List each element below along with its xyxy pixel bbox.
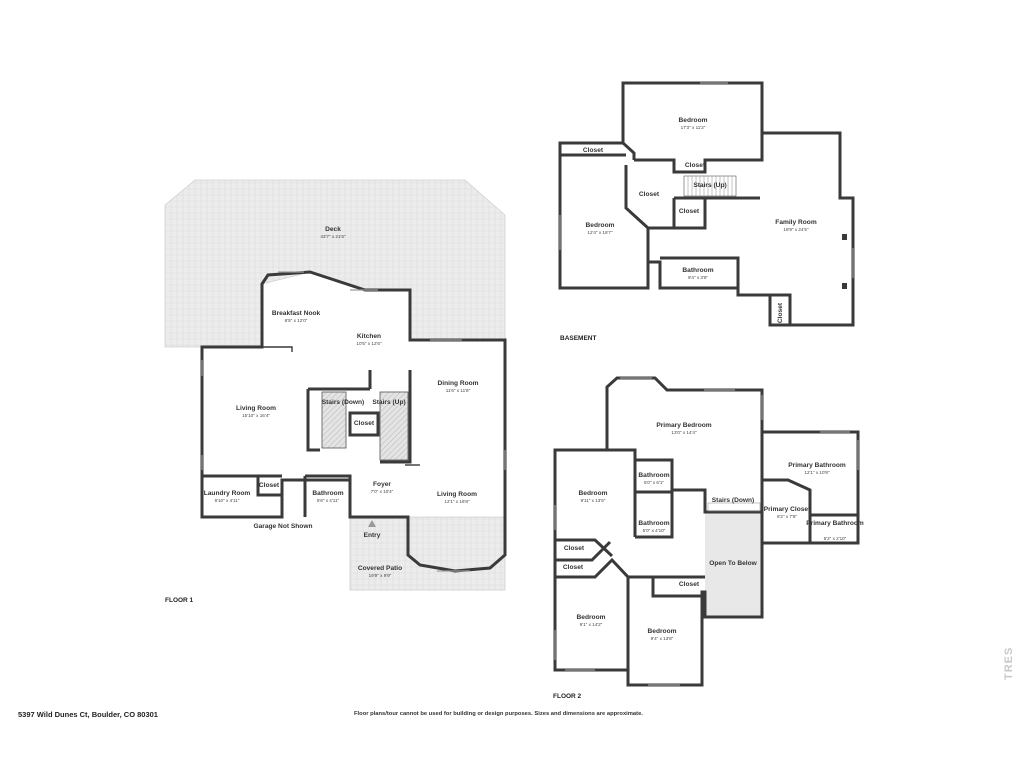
bsmt-closet-mid: Closet — [639, 191, 660, 198]
bsmt-closet-small: Closet — [679, 208, 700, 215]
living-room-east-dim: 12'1" x 16'8" — [444, 499, 470, 504]
f2-primary-bedroom-name: Primary Bedroom — [656, 422, 711, 429]
basement-outer-wall — [558, 81, 855, 327]
garage-note: Garage Not Shown — [254, 523, 313, 530]
f2-primary-bedroom-dim: 13'0" x 14'4" — [671, 430, 697, 435]
f2-primary-bathroom-dim: 12'1" x 10'8" — [804, 470, 830, 475]
laundry-room-dim: 6'10" x 4'11" — [215, 498, 240, 503]
closet-center-label: Closet — [354, 420, 375, 427]
covered-patio-name: Covered Patio — [358, 565, 402, 572]
f2-bathroom-2-name: Bathroom — [638, 520, 669, 527]
property-address: 5397 Wild Dunes Ct, Boulder, CO 80301 — [18, 710, 158, 719]
brand-watermark: TRES — [1003, 646, 1015, 680]
living-room-west-name: Living Room — [236, 405, 276, 412]
kitchen-name: Kitchen — [357, 333, 381, 340]
bsmt-stairs-up: Stairs (Up) — [693, 182, 726, 189]
f2-primary-bathroom-name: Primary Bathroom — [788, 462, 846, 469]
stairs-down-label: Stairs (Down) — [322, 399, 365, 406]
kitchen-dim: 10'5" x 12'6" — [356, 341, 382, 346]
f2-bathroom-1-name: Bathroom — [638, 472, 669, 479]
foyer-name: Foyer — [373, 481, 391, 488]
f2-bedroom-nw-name: Bedroom — [579, 490, 608, 497]
f2-primary-closet-dim: 6'2" x 7'8" — [777, 514, 797, 519]
f2-primary-closet-name: Primary Closet — [764, 506, 811, 513]
f2-bedroom-nw-dim: 9'11" x 13'5" — [581, 498, 606, 503]
bsmt-bedroom-left-name: Bedroom — [586, 222, 615, 229]
f2-bedroom-s-dim: 9'4" x 13'8" — [651, 636, 674, 641]
bsmt-bathroom-dim: 9'4" x 3'6" — [688, 275, 708, 280]
f2-bedroom-sw-name: Bedroom — [577, 614, 606, 621]
breakfast-nook-name: Breakfast Nook — [272, 310, 321, 317]
bsmt-closet-top-left: Closet — [583, 147, 604, 154]
dining-room-dim: 11'6" x 11'8" — [446, 388, 471, 393]
f2-primary-bathroom-small-name: Primary Bathroom — [806, 520, 864, 527]
open-to-below-area — [705, 512, 763, 617]
floor2-plan — [553, 376, 860, 687]
dining-room-name: Dining Room — [437, 380, 478, 387]
closet-laundry-label: Closet — [259, 482, 280, 489]
disclaimer-text: Floor plans/tour cannot be used for buil… — [354, 711, 643, 717]
bsmt-closet-center-top: Closet — [685, 162, 706, 169]
bathroom-f1-name: Bathroom — [312, 490, 343, 497]
living-room-east-name: Living Room — [437, 491, 477, 498]
deck-name: Deck — [325, 226, 341, 233]
basement-label: BASEMENT — [560, 335, 597, 342]
stairs-up-label: Stairs (Up) — [372, 399, 405, 406]
bsmt-bedroom-top-dim: 17'3" x 11'2" — [681, 125, 706, 130]
living-room-west-dim: 15'10" x 16'4" — [242, 413, 270, 418]
f2-closet-c: Closet — [679, 581, 700, 588]
covered-patio-dim: 19'9" x 9'9" — [369, 573, 392, 578]
entry-label: Entry — [364, 532, 381, 539]
f2-closet-b: Closet — [563, 564, 584, 571]
foyer-dim: 7'0" x 10'4" — [371, 489, 394, 494]
bsmt-bedroom-top-name: Bedroom — [679, 117, 708, 124]
covered-patio-area — [349, 516, 506, 591]
f2-bathroom-1-dim: 5'0" x 6'1" — [644, 480, 664, 485]
f2-stairs-down: Stairs (Down) — [712, 497, 755, 504]
bsmt-family-room-dim: 18'9" x 24'5" — [783, 227, 809, 232]
f2-bedroom-s-name: Bedroom — [648, 628, 677, 635]
bsmt-closet-vertical: Closet — [777, 302, 784, 323]
f2-primary-bathroom-small-dim: 5'2" x 2'10" — [824, 536, 847, 541]
floor1-plan — [164, 179, 507, 591]
laundry-room-name: Laundry Room — [204, 490, 251, 497]
bsmt-bathroom-name: Bathroom — [682, 267, 713, 274]
f2-bedroom-sw-dim: 9'1" x 14'2" — [580, 622, 603, 627]
breakfast-nook-dim: 8'5" x 12'0" — [285, 318, 308, 323]
basement-plan — [558, 81, 855, 327]
deck-area — [164, 179, 506, 348]
f2-bathroom-2-dim: 5'0" x 4'10" — [643, 528, 666, 533]
floor1-label: FLOOR 1 — [165, 597, 194, 604]
bsmt-bedroom-left-dim: 12'4" x 16'7" — [587, 230, 613, 235]
f2-open-to-below: Open To Below — [709, 560, 757, 567]
f2-closet-a: Closet — [564, 545, 585, 552]
deck-dim: 43'7" x 21'6" — [320, 234, 346, 239]
floor2-label: FLOOR 2 — [553, 693, 582, 700]
bsmt-family-room-name: Family Room — [775, 219, 817, 226]
bathroom-f1-dim: 5'6" x 4'11" — [317, 498, 340, 503]
